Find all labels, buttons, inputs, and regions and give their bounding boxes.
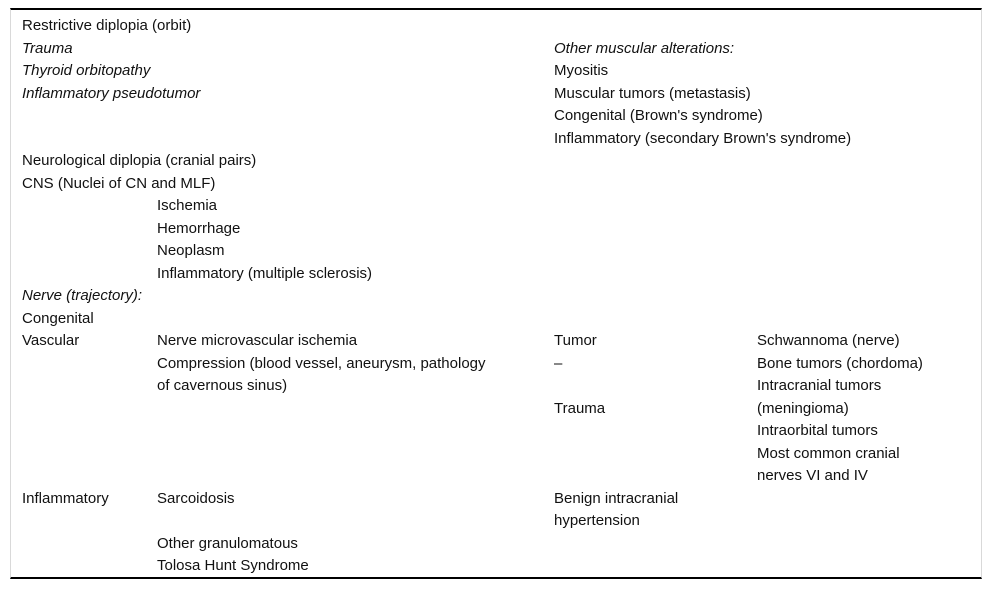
cns-causes-list: Ischemia Hemorrhage Neoplasm Inflammator… xyxy=(157,197,373,282)
inflammatory-detail-list: Sarcoidosis Other granulomatous Tolosa H… xyxy=(157,489,309,575)
muscular-alterations-list: Myositis Muscular tumors (metastasis) Co… xyxy=(554,62,852,147)
cns-heading: CNS (Nuclei of CN and MLF) xyxy=(22,174,216,192)
nerve-trajectory-heading: Nerve (trajectory): xyxy=(22,287,143,304)
inflammatory-row: Inflammatory Sarcoidosis Other granuloma… xyxy=(22,488,973,578)
vascular-detail-list: Nerve microvascular ischemia Compression… xyxy=(157,332,486,394)
vascular-row: Vascular Nerve microvascular ischemia Co… xyxy=(22,330,973,488)
other-muscular-alterations-heading: Other muscular alterations: xyxy=(554,39,735,57)
diplopia-etiology-table: Restrictive diplopia (orbit) Trauma Thyr… xyxy=(10,8,982,579)
restrictive-left-block: Restrictive diplopia (orbit) Trauma Thyr… xyxy=(22,15,554,150)
vascular-label: Vascular xyxy=(22,332,80,349)
neurological-diplopia-heading: Neurological diplopia (cranial pairs) xyxy=(22,152,257,169)
tumor-types-list: Schwannoma (nerve) Bone tumors (chordoma… xyxy=(757,332,923,484)
restrictive-diplopia-heading: Restrictive diplopia (orbit) xyxy=(22,17,192,34)
empty-cell xyxy=(757,488,973,578)
restrictive-diplopia-section: Restrictive diplopia (orbit) Trauma Thyr… xyxy=(22,15,973,150)
muscular-alterations-block: Other muscular alterations: Myositis Mus… xyxy=(554,15,973,150)
congenital-label: Congenital xyxy=(22,309,94,327)
inflammatory-label: Inflammatory xyxy=(22,489,109,507)
tumor-trauma-list: Tumor – Trauma xyxy=(554,332,606,417)
restrictive-causes-list: Trauma Thyroid orbitopathy Inflammatory … xyxy=(22,39,201,102)
neurological-diplopia-section: Neurological diplopia (cranial pairs) CN… xyxy=(22,150,973,330)
benign-intracranial-hypertension-label: Benign intracranial hypertension xyxy=(554,489,679,530)
